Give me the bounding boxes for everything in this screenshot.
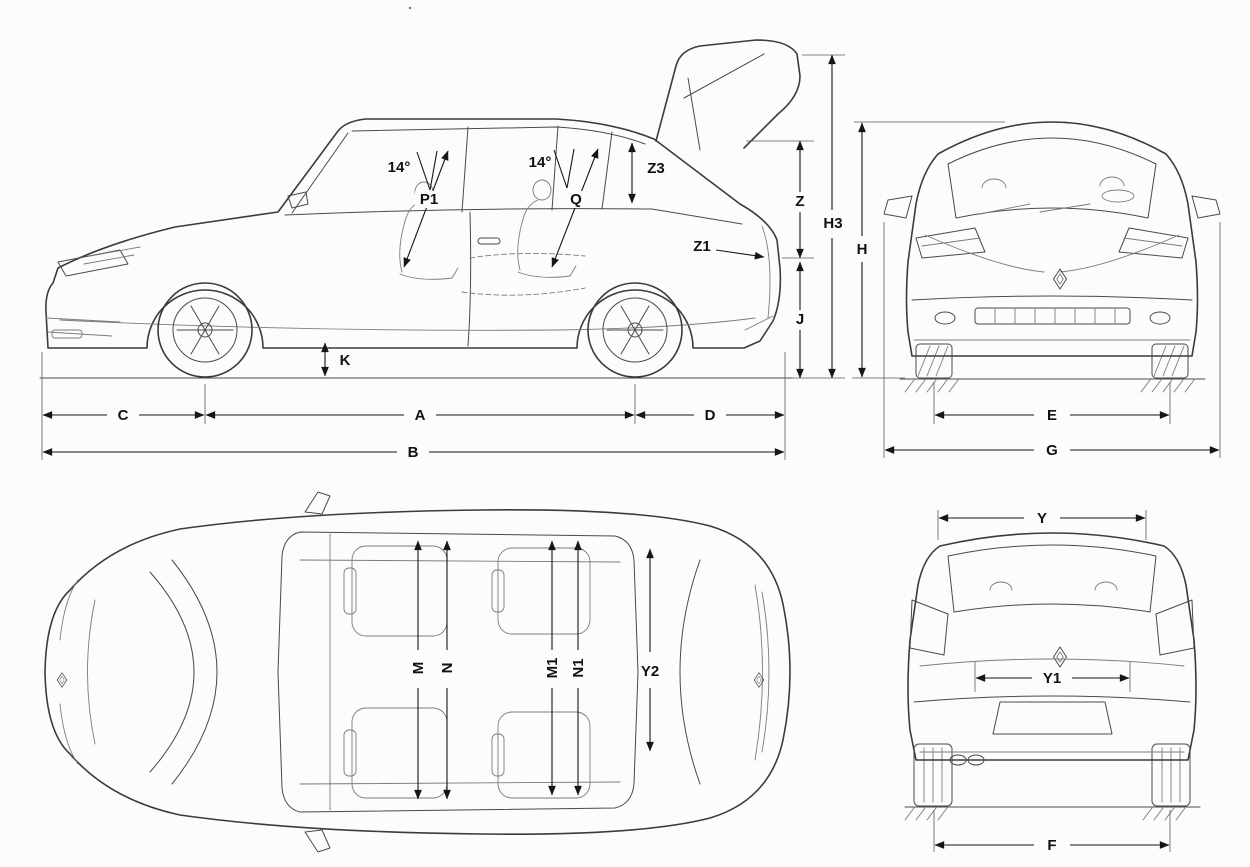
dim-label-a: A xyxy=(415,407,426,424)
dim-label-f: F xyxy=(1047,837,1056,854)
rear-car-body xyxy=(904,532,1201,821)
rear-view: Y Y1 F xyxy=(904,510,1201,854)
rear-wheel xyxy=(587,282,683,378)
top-view: M N M1 N1 Y2 xyxy=(44,491,791,853)
dim-label-h: H xyxy=(857,241,868,258)
side-dimensions: Z3 Z J H3 Z1 K P1 xyxy=(41,54,845,461)
rear-left-tire xyxy=(913,743,953,807)
dim-label-m1: M1 xyxy=(544,658,561,679)
dim-label-z: Z xyxy=(795,193,804,210)
rear-dimensions: Y Y1 F xyxy=(933,510,1171,854)
dim-label-p1: P1 xyxy=(420,191,438,208)
registration-dot xyxy=(408,6,412,10)
dim-label-e: E xyxy=(1047,407,1057,424)
renault-diamond-icon xyxy=(56,672,68,688)
dim-label-n: N xyxy=(439,663,456,674)
front-dimensions: H E G xyxy=(852,121,1221,459)
rear-right-tire xyxy=(1151,743,1191,807)
dim-label-n1: N1 xyxy=(570,658,587,677)
dim-label-z1: Z1 xyxy=(693,238,711,255)
top-car-body xyxy=(44,491,791,853)
front-view: H E G xyxy=(852,121,1221,459)
dim-label-angle-front: 14° xyxy=(388,159,411,176)
dim-label-h3: H3 xyxy=(823,215,842,232)
dim-label-d: D xyxy=(705,407,716,424)
dim-label-y: Y xyxy=(1037,510,1047,527)
dim-label-y2: Y2 xyxy=(641,663,659,680)
dim-label-m: M xyxy=(410,662,427,675)
dim-label-k: K xyxy=(340,352,351,369)
dim-label-z3: Z3 xyxy=(647,160,665,177)
front-right-tire xyxy=(1151,343,1189,379)
top-dimensions: M N M1 N1 Y2 xyxy=(410,540,659,800)
dim-label-g: G xyxy=(1046,442,1058,459)
front-wheel xyxy=(157,282,253,378)
dim-label-b: B xyxy=(408,444,419,461)
dim-label-angle-rear: 14° xyxy=(529,154,552,171)
side-car-body xyxy=(39,39,801,379)
dim-label-y1: Y1 xyxy=(1043,670,1061,687)
front-car-body xyxy=(883,121,1221,393)
side-view: Z3 Z J H3 Z1 K P1 xyxy=(39,39,845,461)
dim-label-c: C xyxy=(118,407,129,424)
dim-label-j: J xyxy=(796,311,804,328)
front-left-tire xyxy=(915,343,953,379)
dim-label-q: Q xyxy=(570,191,582,208)
renault-diamond-icon xyxy=(1053,646,1067,668)
